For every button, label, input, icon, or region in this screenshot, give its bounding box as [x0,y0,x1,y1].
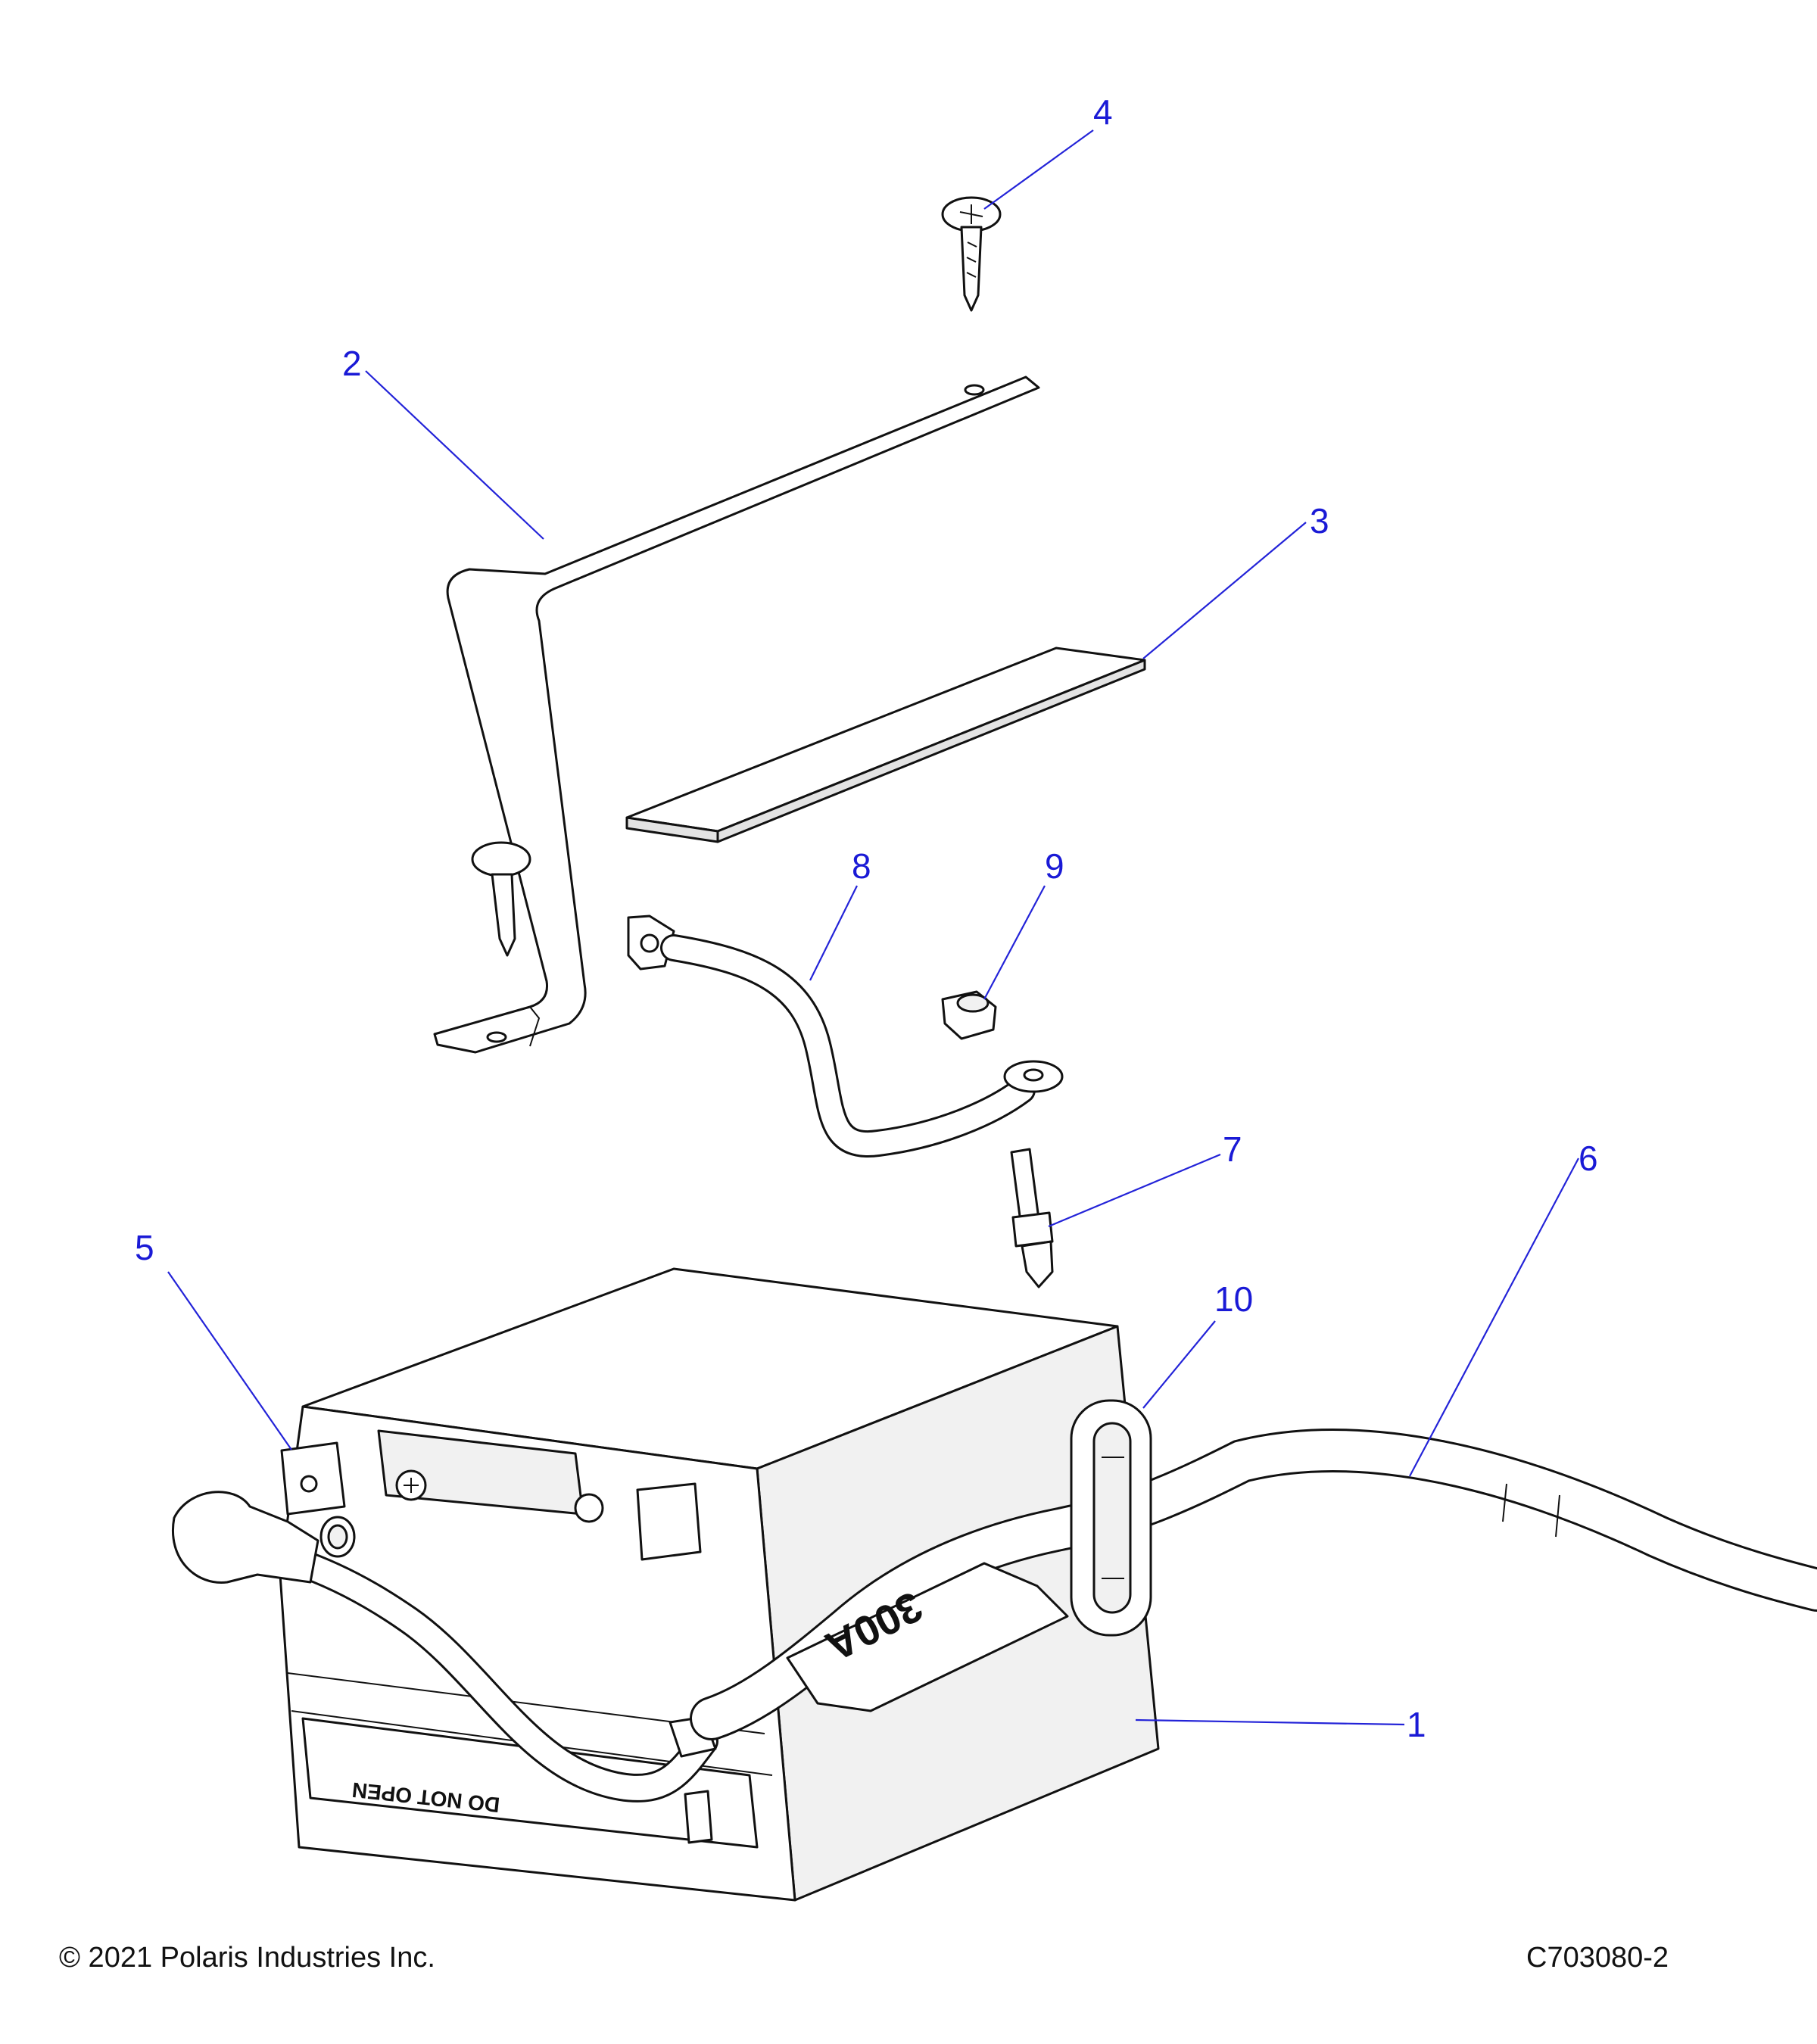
callout-5: 5 [135,1228,154,1267]
leader-line-5 [167,1271,292,1450]
cable-part-8 [627,915,1064,1158]
callout-10: 10 [1214,1279,1253,1319]
callout-4: 4 [1093,92,1113,132]
leader-lines [167,129,1579,1726]
leader-line-7 [1048,1153,1221,1228]
copyright-text: © 2021 Polaris Industries Inc. [59,1942,435,1974]
leader-line-6 [1409,1158,1579,1477]
stud-part-7 [1010,1148,1054,1288]
callout-7: 7 [1223,1129,1242,1169]
callout-9: 9 [1045,846,1064,886]
callout-3: 3 [1310,501,1329,541]
leader-line-3 [1142,522,1307,659]
pad-part-3 [625,647,1146,843]
drawing-number: C703080-2 [1526,1942,1669,1974]
callout-1: 1 [1407,1705,1426,1744]
leader-line-1 [1135,1718,1405,1726]
leader-line-9 [983,885,1046,1000]
cable-part-6: 300A [690,1429,1817,1740]
callout-2: 2 [342,344,362,383]
callout-labels: 1 2 3 4 5 6 7 8 9 10 [135,92,1598,1744]
nut-part-9 [941,990,997,1040]
bracket-part-2 [433,375,1040,1054]
leader-line-4 [983,129,1094,210]
leader-line-8 [809,885,858,981]
holder-part-10 [1070,1399,1152,1637]
callout-8: 8 [852,846,871,886]
callout-6: 6 [1579,1139,1598,1178]
screw-part-4 [941,196,1002,312]
leader-line-10 [1142,1320,1216,1409]
cable-part-5 [172,1491,718,1803]
leader-line-2 [365,370,544,540]
